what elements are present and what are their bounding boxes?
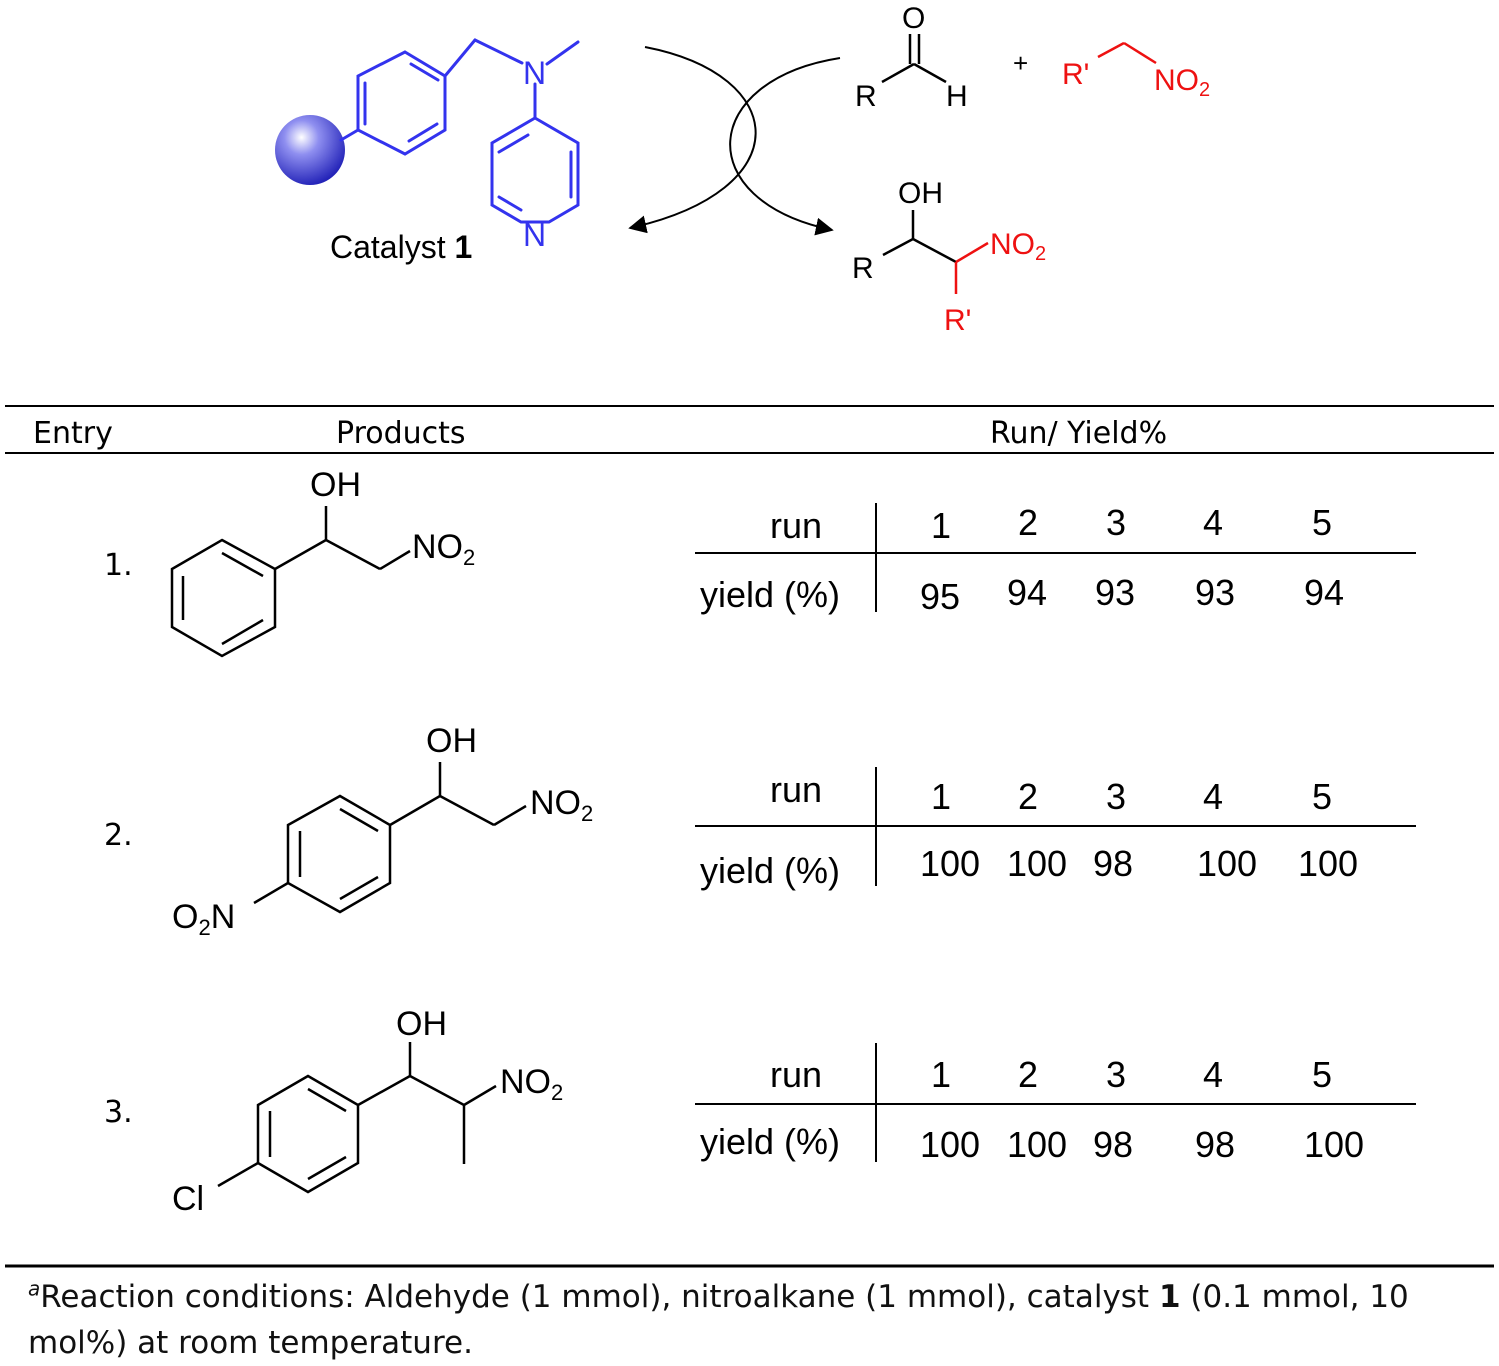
header-entry: Entry [33, 416, 113, 451]
product-r: R [852, 252, 874, 285]
footnote-catalyst-number: 1 [1158, 1279, 1181, 1315]
catalyst-number: 1 [454, 229, 472, 265]
header-products: Products [336, 416, 466, 451]
pyridine-n-atom: N [523, 217, 546, 253]
yield-value: 94 [1304, 572, 1344, 613]
product-3-cl: Cl [172, 1180, 204, 1218]
yield-value: 100 [1007, 1124, 1067, 1165]
product-no2: NO2 [990, 228, 1046, 265]
header-run-yield: Run/ Yield% [990, 416, 1167, 451]
run-label: run [770, 505, 822, 546]
yield-values: 95 94 93 93 94 [920, 572, 1344, 617]
table-footnote: aReaction conditions: Aldehyde (1 mmol),… [28, 1274, 1478, 1366]
run-number: 4 [1203, 776, 1223, 817]
yield-value: 93 [1195, 572, 1235, 613]
entry-1: 1. [104, 548, 133, 583]
yield-label: yield (%) [700, 574, 840, 615]
run-yield-table-2: run yield (%) 1 2 3 4 5 100 100 98 100 1… [695, 767, 1416, 891]
run-number: 1 [931, 776, 951, 817]
yield-value: 100 [1304, 1124, 1364, 1165]
yield-value: 94 [1007, 572, 1047, 613]
product-3-structure [217, 1042, 497, 1194]
run-number: 5 [1312, 1054, 1332, 1095]
run-number: 4 [1203, 502, 1223, 543]
run-numbers: 1 2 3 4 5 [931, 502, 1332, 546]
run-number: 3 [1106, 776, 1126, 817]
product-2-structure [253, 762, 527, 914]
run-number: 2 [1018, 502, 1038, 543]
plus-sign: + [1013, 48, 1028, 78]
yield-value: 98 [1093, 843, 1133, 884]
aldehyde-r: R [855, 80, 877, 113]
yield-value: 100 [1007, 843, 1067, 884]
polymer-support-sphere [275, 115, 345, 185]
yield-label: yield (%) [700, 850, 840, 891]
run-number: 1 [931, 1054, 951, 1095]
catalyst-label: Catalyst 1 [330, 229, 472, 265]
yield-value: 95 [920, 576, 960, 617]
footnote-text-after: (0.1 mmol, 10 mol%) at room temperature. [28, 1279, 1409, 1361]
yield-label: yield (%) [700, 1121, 840, 1162]
arrow-to-catalyst [628, 46, 757, 234]
benzyl-ring [356, 50, 447, 156]
run-yield-table-3: run yield (%) 1 2 3 4 5 100 100 98 98 10… [695, 1043, 1416, 1165]
entry-3: 3. [104, 1095, 133, 1130]
run-number: 5 [1312, 776, 1332, 817]
product-r-prime: R' [944, 304, 971, 337]
yield-value: 100 [1197, 843, 1257, 884]
product-oh: OH [898, 177, 943, 210]
run-number: 4 [1203, 1054, 1223, 1095]
aldehyde-h: H [946, 80, 968, 113]
pyridine-ring [490, 116, 580, 224]
product-1-no2: NO2 [412, 528, 475, 570]
product-structure [882, 210, 989, 294]
yield-value: 93 [1095, 572, 1135, 613]
product-1-structure [170, 506, 411, 658]
nitroalkane-r: R' [1062, 58, 1089, 91]
product-2-no2: NO2 [530, 784, 593, 826]
run-yield-table-1: run yield (%) 1 2 3 4 5 95 94 93 93 94 [695, 502, 1416, 617]
aldehyde-structure [881, 34, 947, 84]
reaction-scheme-svg: N N Catalyst 1 O R H + R' NO2 OH R NO2 R… [5, 2, 1494, 1268]
footnote-marker: a [28, 1276, 41, 1301]
product-2-oh: OH [426, 722, 477, 760]
yield-value: 100 [920, 1124, 980, 1165]
product-1-oh: OH [310, 466, 361, 504]
run-number: 2 [1018, 776, 1038, 817]
product-3-oh: OH [396, 1005, 447, 1043]
catalytic-cycle-arrows [628, 46, 841, 236]
amine-n-atom: N [523, 55, 546, 91]
run-number: 2 [1018, 1054, 1038, 1095]
run-number: 5 [1312, 502, 1332, 543]
run-number: 3 [1106, 502, 1126, 543]
yield-value: 98 [1195, 1124, 1235, 1165]
yield-value: 98 [1093, 1124, 1133, 1165]
run-label: run [770, 1054, 822, 1095]
arrow-to-product [729, 57, 841, 236]
aldehyde-o: O [902, 2, 925, 35]
run-number: 1 [931, 505, 951, 546]
entry-2: 2. [104, 818, 133, 853]
yield-value: 100 [1298, 843, 1358, 884]
nitroalkane-group: NO2 [1154, 64, 1210, 101]
run-label: run [770, 769, 822, 810]
run-number: 3 [1106, 1054, 1126, 1095]
catalyst-structure [275, 38, 580, 224]
yield-value: 100 [920, 843, 980, 884]
nitroalkane-structure [1097, 41, 1157, 65]
product-2-o2n: O2N [172, 898, 235, 940]
product-3-no2: NO2 [500, 1063, 563, 1105]
footnote-text-before: Reaction conditions: Aldehyde (1 mmol), … [40, 1279, 1159, 1315]
